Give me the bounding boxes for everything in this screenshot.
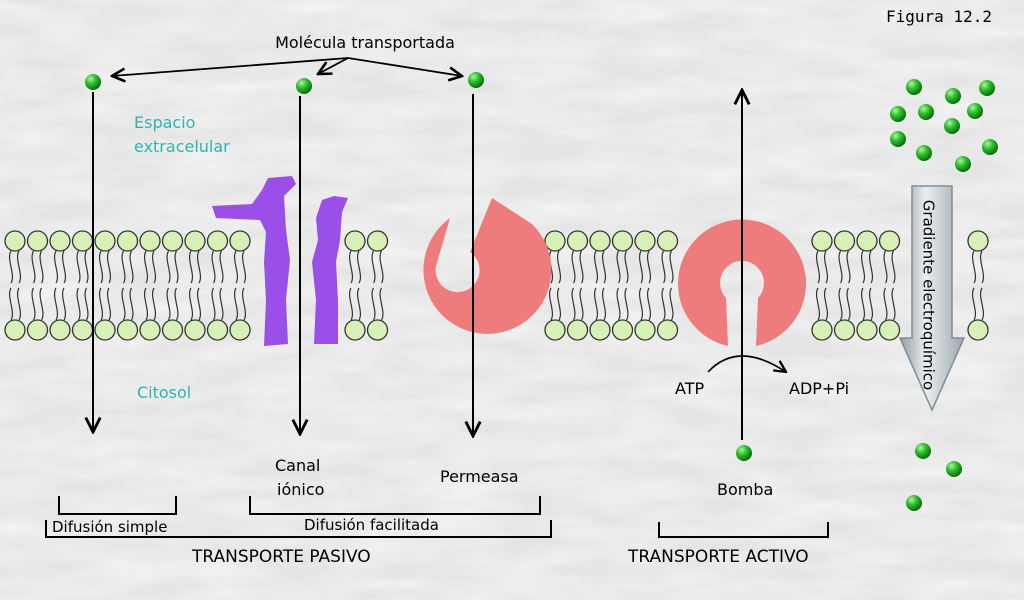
molecule-cluster-low — [906, 443, 962, 511]
phospholipid — [344, 230, 366, 341]
phospholipid — [544, 230, 566, 341]
phospholipid — [139, 230, 161, 341]
molecule-pointer-arrows — [112, 57, 462, 76]
facilitated-diffusion-bracket — [249, 496, 541, 515]
phospholipid — [206, 230, 229, 341]
phospholipid — [71, 230, 94, 341]
phospholipid — [184, 230, 206, 341]
adp-label: ADP+Pi — [789, 379, 849, 398]
phospholipid — [656, 230, 679, 341]
channel-label-line2: iónico — [277, 480, 324, 499]
passive-transport-bracket — [45, 520, 552, 538]
passive-transport-label: TRANSPORTE PASIVO — [191, 547, 371, 567]
simple-diffusion-bracket — [58, 496, 177, 515]
gradient-label: Gradiente electroquímico — [920, 200, 938, 390]
phospholipid — [4, 230, 26, 341]
channel-label-line1: Canal — [275, 456, 320, 475]
lipid-bilayer — [4, 230, 989, 341]
phospholipid — [856, 230, 878, 341]
phospholipid — [634, 230, 656, 341]
permease-label: Permeasa — [440, 467, 519, 486]
transport-arrows — [93, 90, 786, 440]
cytosol-label: Citosol — [137, 383, 191, 402]
phospholipid — [94, 230, 116, 341]
phospholipid — [967, 230, 989, 341]
atp-hydrolysis-arrow — [707, 355, 786, 372]
extracellular-label-line2: extracelular — [134, 137, 230, 156]
simple-diffusion-label: Difusión simple — [52, 518, 167, 536]
phospholipid — [229, 230, 251, 341]
phospholipid — [611, 230, 634, 341]
phospholipid — [811, 230, 833, 341]
active-transport-label: TRANSPORTE ACTIVO — [627, 547, 809, 567]
pump-label: Bomba — [717, 480, 773, 499]
phospholipid — [589, 230, 611, 341]
facilitated-diffusion-label: Difusión facilitada — [304, 516, 439, 534]
extracellular-label-line1: Espacio — [134, 113, 195, 132]
atp-label: ATP — [675, 379, 704, 398]
category-brackets — [45, 496, 829, 538]
phospholipid — [49, 230, 71, 341]
phospholipid — [833, 230, 856, 341]
permease-protein — [423, 198, 552, 334]
ion-channel — [212, 176, 348, 346]
phospholipid — [566, 230, 589, 341]
molecule-cluster-high — [890, 79, 998, 172]
phospholipid — [26, 230, 49, 341]
phospholipid — [116, 230, 139, 341]
figure-label: Figura 12.2 — [886, 7, 992, 26]
transported-molecules — [85, 72, 752, 461]
gradient-arrow: Gradiente electroquímico — [898, 185, 966, 412]
active-transport-bracket — [658, 522, 829, 538]
phospholipid — [878, 230, 901, 341]
pump-protein — [678, 219, 807, 346]
phospholipid — [366, 230, 389, 341]
phospholipid — [161, 230, 184, 341]
molecule-label: Molécula transportada — [275, 33, 455, 52]
